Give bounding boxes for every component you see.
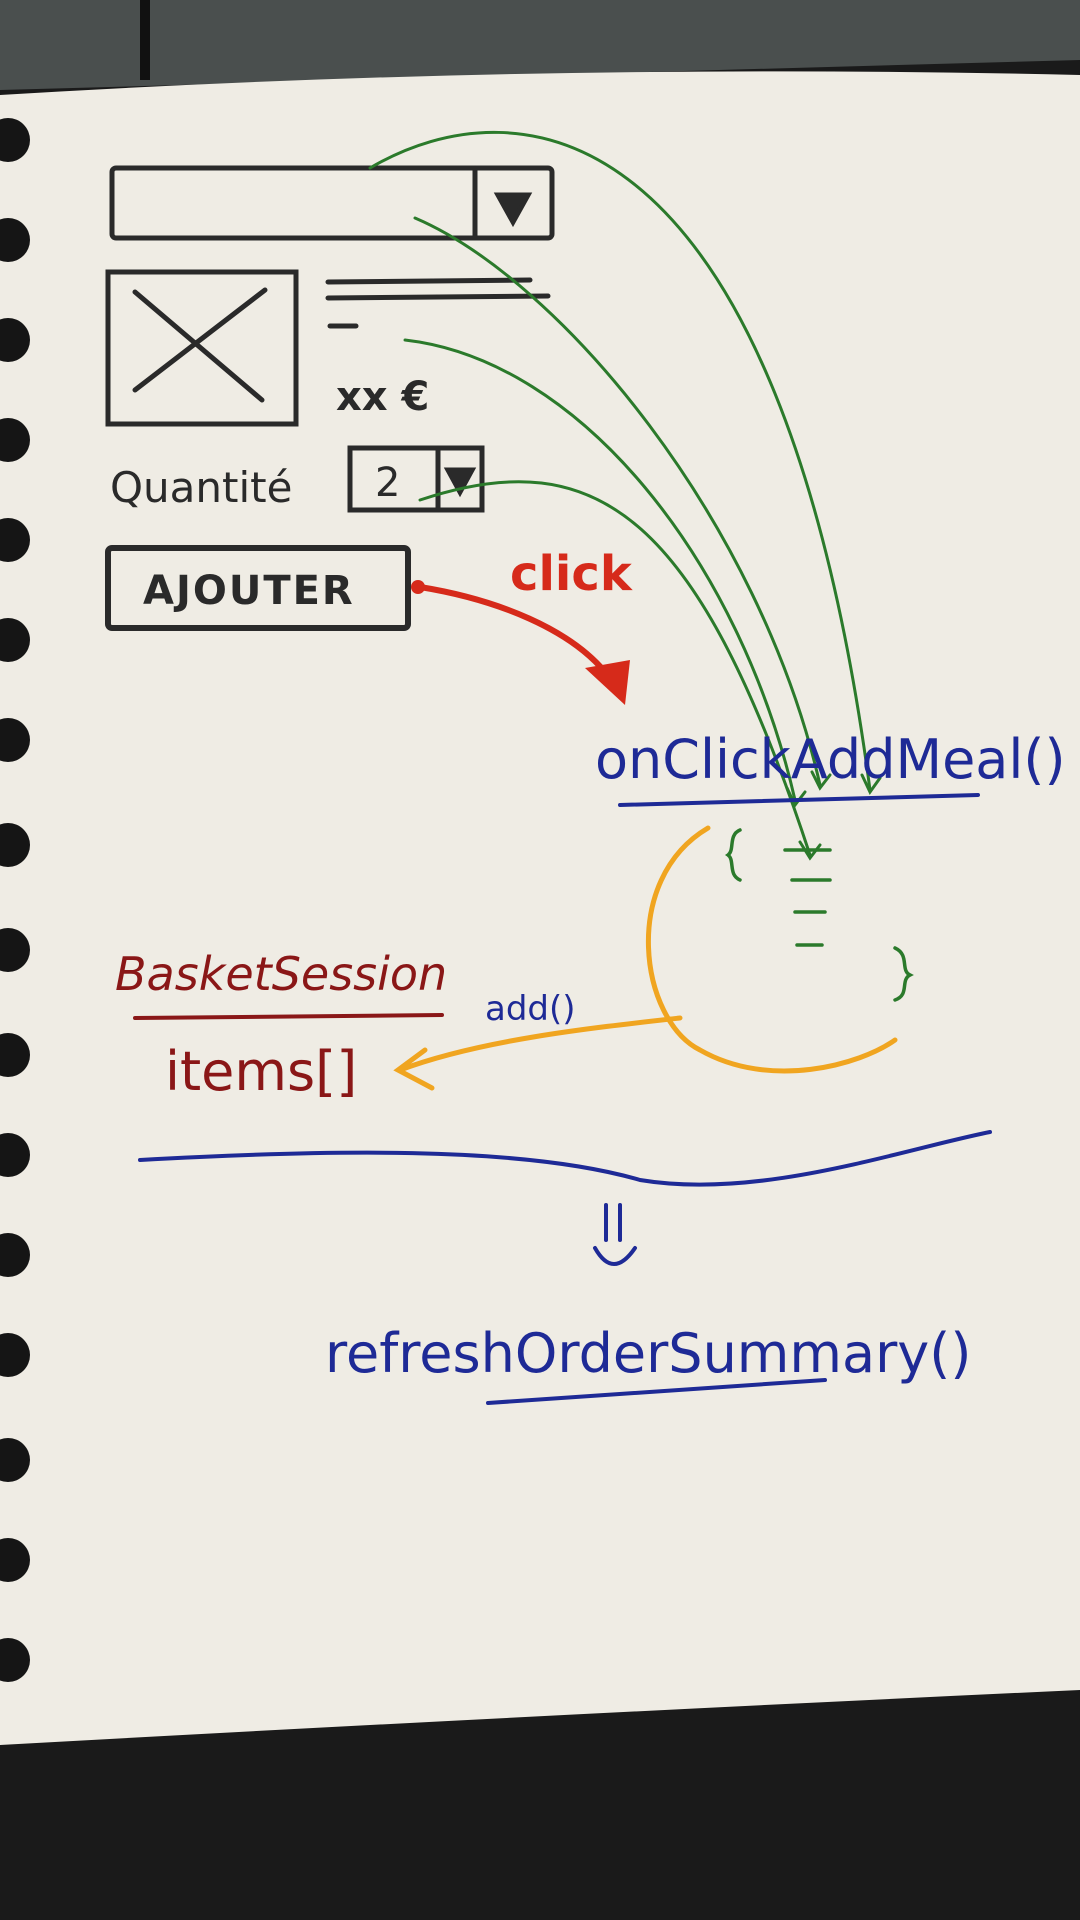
add-button [105,545,411,631]
ui-mockup [105,165,555,631]
function-body [724,828,914,1002]
class-name: BasketSession [115,947,447,1001]
close-brace [893,946,914,1002]
function-underline [618,793,980,807]
quantity-label: Quantité [110,463,292,512]
chevron-down-icon [493,192,533,228]
items-label: items[] [165,1040,357,1103]
add-call-label: add() [485,989,576,1029]
notebook-page [0,71,1080,1746]
then-arrow [593,1203,637,1266]
arrow-head-icon [393,1047,435,1091]
refresh-underline [486,1378,827,1405]
data-flow-arrows [368,130,882,861]
arrow-head-icon [585,660,630,705]
dropdown-select [109,165,555,241]
open-brace [724,828,742,882]
dropdown-to-function-arrow [368,130,872,792]
refresh-call: refreshOrderSummary() [325,1322,971,1385]
section-separator [138,1130,992,1187]
quantity-stepper [347,445,485,513]
add-button-label: AJOUTER [143,568,355,614]
image-placeholder [105,269,299,427]
price-to-function-arrow [403,338,797,802]
description-line [325,293,551,301]
quantity-value: 2 [375,460,400,506]
click-label: click [510,546,633,602]
spiral-binding [0,118,30,1682]
description-line [325,277,533,285]
price-label: xx € [336,374,429,420]
dropdown-to-function-arrow [413,216,822,787]
add-connection [393,825,898,1091]
class-underline [133,1013,444,1020]
chevron-down-icon [443,467,477,498]
function-name: onClickAddMeal() [595,728,1066,791]
quantity-to-function-arrow [418,480,812,857]
click-arrow [411,580,630,705]
